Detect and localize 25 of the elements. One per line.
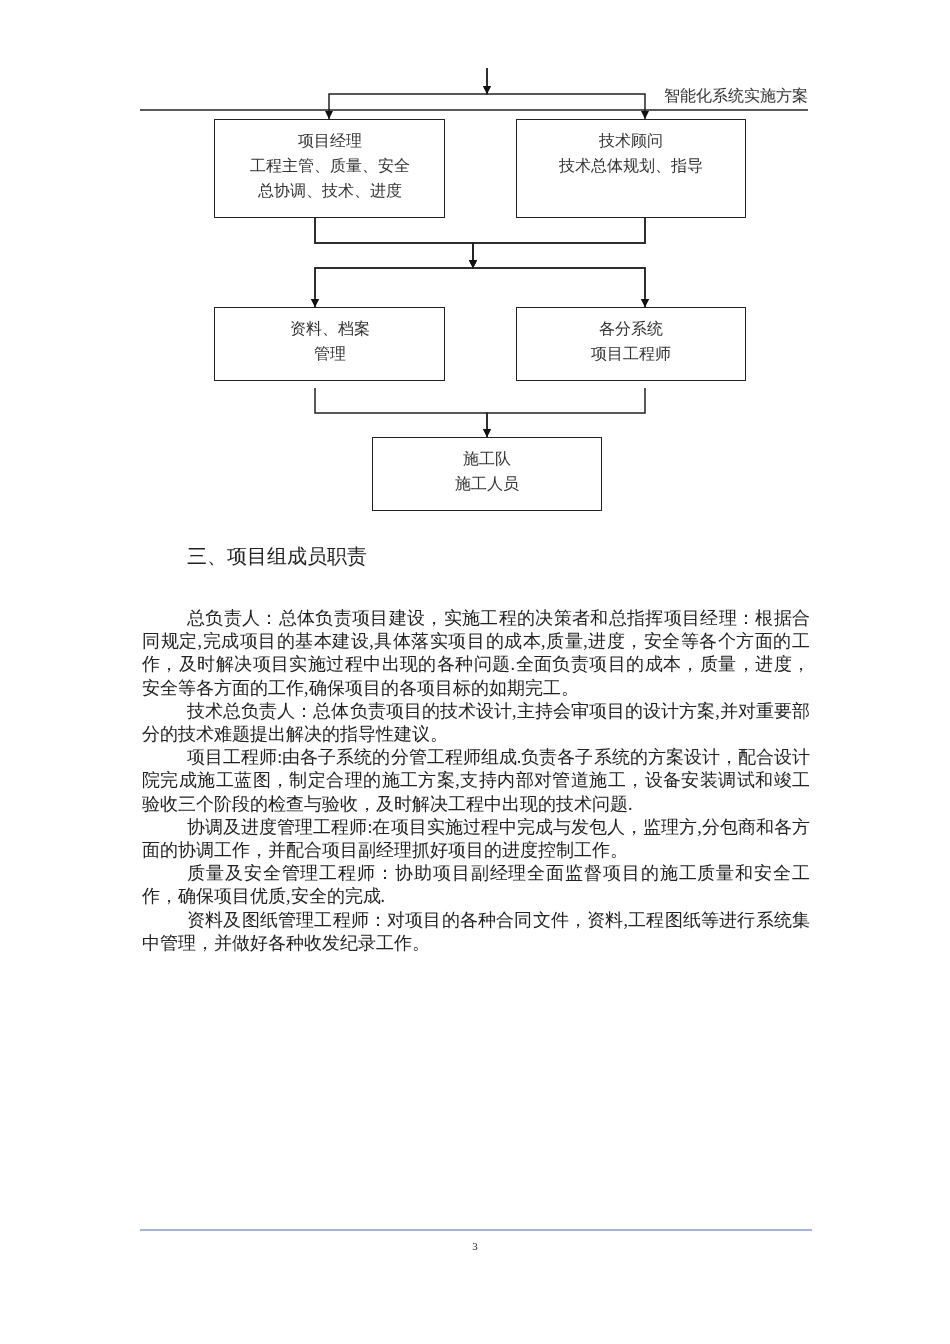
- paragraph: 资料及图纸管理工程师：对项目的各种合同文件，资料,工程图纸等进行系统集中管理，并做好各种收发纪录工作。: [142, 908, 810, 955]
- process-box: [372, 437, 602, 511]
- box-text: 技术顾问: [598, 131, 664, 151]
- box-text: 项目经理: [296, 131, 363, 151]
- box-text: 项目工程师: [590, 344, 672, 364]
- box-text: 管理: [312, 344, 347, 364]
- paragraph: 质量及安全管理工程师：协助项目副经理全面监督项目的施工质量和安全工作，确保项目优质,安全的完成.: [142, 862, 810, 909]
- box-text: 技术总体规划、指导: [558, 156, 704, 176]
- process-box: [214, 307, 445, 381]
- page-number: 3: [471, 1240, 479, 1252]
- paragraph: 技术总负责人：总体负责项目的技术设计,主持会审项目的设计方案,并对重要部分的技术难题提出解决的指导性建议。: [142, 699, 810, 746]
- box-text: 施工队: [462, 449, 512, 469]
- process-box: [516, 119, 746, 218]
- paragraph: 总负责人：总体负责项目建设，实施工程的决策者和总指挥项目经理：根据合同规定,完成项目的基本建设,具体落实项目的成本,质量,进度，安全等各个方面的工作，及时解决项目实施过程中出现的各种问题.全面负责项目的成本，质量，进度，安全等各方面的工作,确保项目的各项目标的如期完工。: [142, 607, 810, 700]
- process-box: [214, 119, 445, 218]
- box-text: 资料、档案: [288, 319, 371, 339]
- box-text: 施工人员: [454, 474, 520, 494]
- header-text: 智能化系统实施方案: [664, 86, 808, 106]
- box-text: 工程主管、质量、安全: [248, 156, 411, 176]
- paragraph: 协调及进度管理工程师:在项目实施过程中完成与发包人，监理方,分包商和各方面的协调工作，并配合项目副经理抓好项目的进度控制工作。: [142, 815, 810, 862]
- paragraph: 项目工程师:由各子系统的分管工程师组成.负责各子系统的方案设计，配合设计院完成施工蓝图，制定合理的施工方案,支持内部对管道施工，设备安装调试和竣工验收三个阶段的检查与验收，及时解决工程中出现的技术问题.: [142, 746, 810, 816]
- section-heading: 三、项目组成员职责: [187, 544, 367, 569]
- process-box: [516, 307, 746, 381]
- box-text: 各分系统: [598, 319, 664, 339]
- box-text: 总协调、技术、进度: [256, 181, 403, 201]
